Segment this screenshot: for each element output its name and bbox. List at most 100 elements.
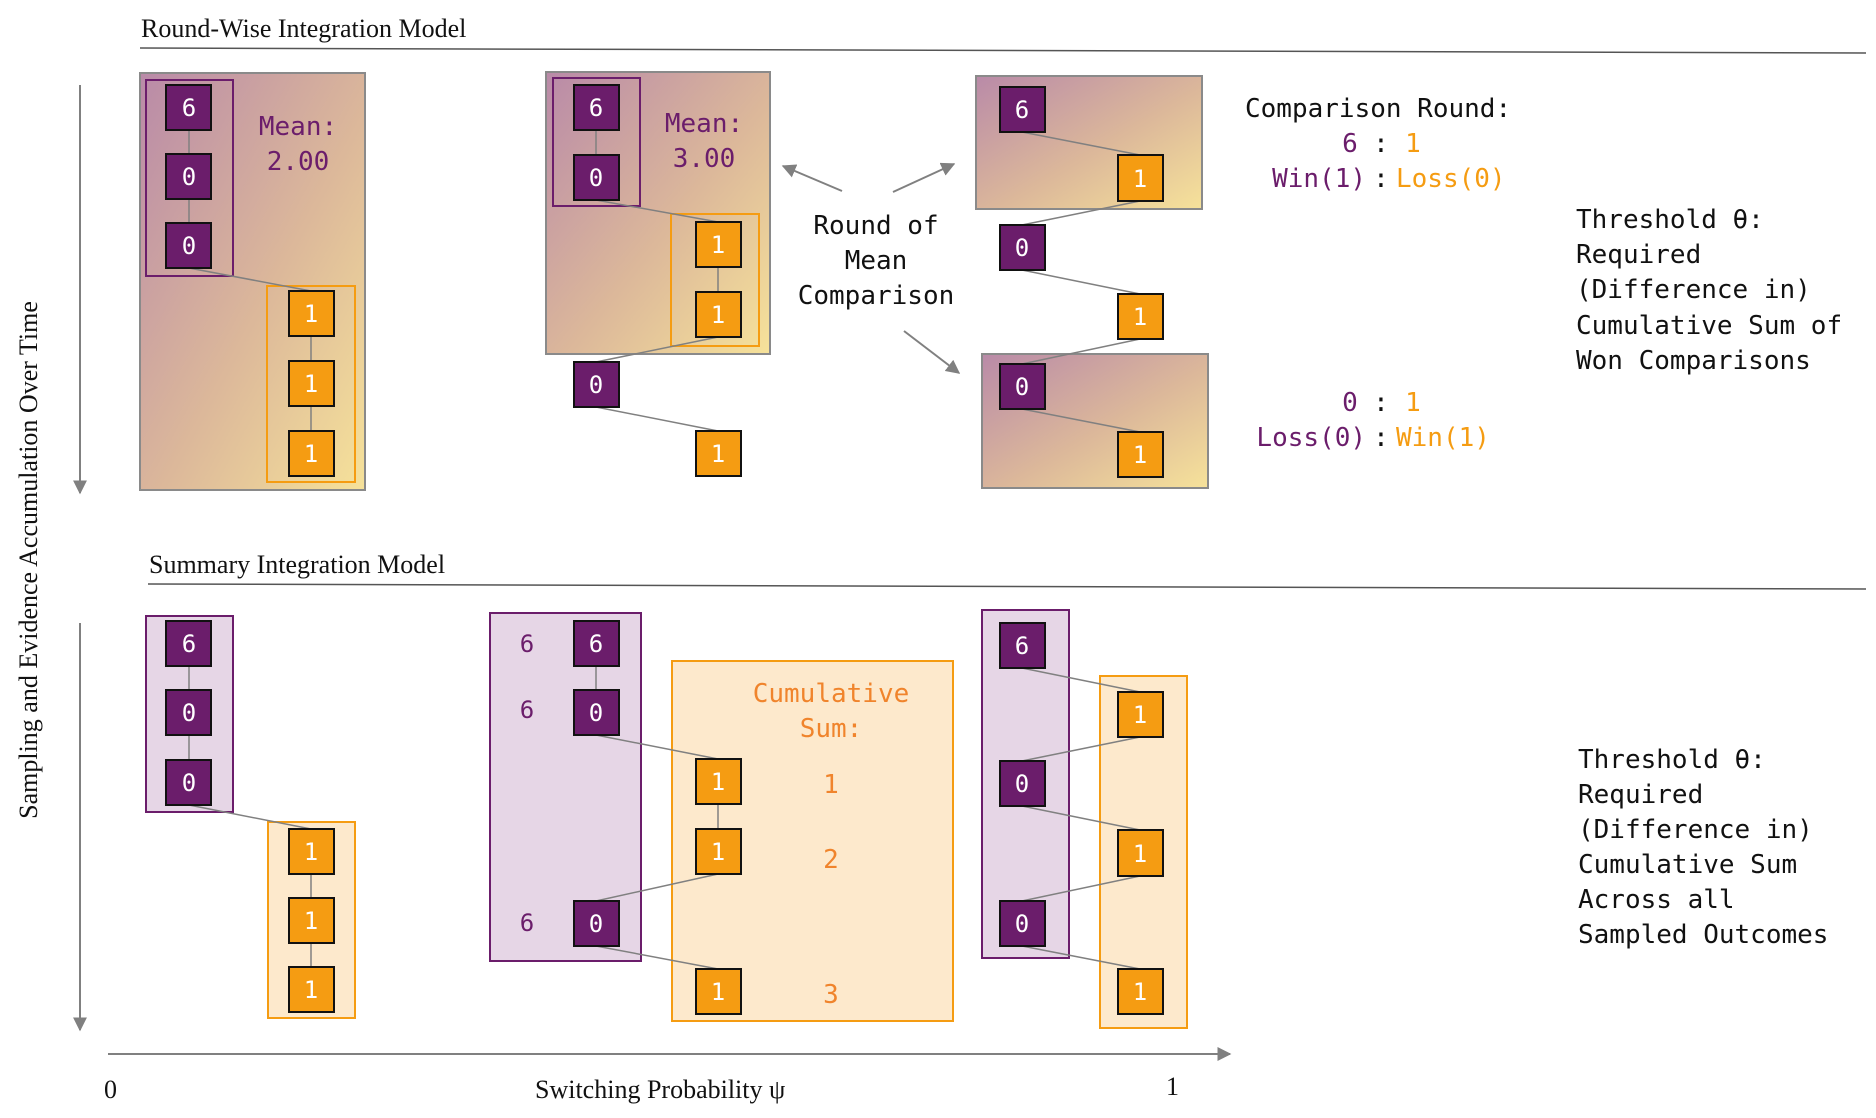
callout-line-2: Mean (845, 246, 908, 276)
svg-text:0: 0 (1015, 910, 1029, 938)
svg-text:0: 0 (182, 163, 196, 191)
threshold-line: Threshold θ: (1578, 745, 1766, 775)
threshold-line: Required (1578, 780, 1703, 810)
round-1-right-label: Loss(0) (1396, 164, 1506, 194)
summary-title: Summary Integration Model (149, 550, 445, 579)
node-orange: 1 (288, 828, 335, 875)
round-wise-header: Round-Wise Integration Model (139, 14, 1867, 54)
node-purple: 0 (165, 689, 212, 736)
round-1-separator-label: : (1373, 164, 1389, 194)
threshold-line: Threshold θ: (1576, 205, 1764, 235)
x-axis: 0 Switching Probability ψ 1 (104, 1047, 1232, 1104)
orange-group (670, 213, 760, 347)
svg-text:1: 1 (304, 370, 318, 398)
side-value: 6 (520, 630, 534, 658)
svg-text:6: 6 (589, 94, 603, 122)
round-1-left-value: 6 (1342, 129, 1358, 159)
threshold-line: Won Comparisons (1576, 346, 1811, 376)
threshold-line: Across all (1578, 885, 1735, 915)
svg-text:1: 1 (304, 976, 318, 1004)
svg-text:0: 0 (1015, 373, 1029, 401)
mean-comparison-callout: Round of Mean Comparison (781, 162, 961, 374)
svg-text:0: 0 (1015, 234, 1029, 262)
round-1-left-label: Win(1) (1272, 164, 1366, 194)
svg-text:0: 0 (589, 371, 603, 399)
purple-group (145, 79, 234, 277)
svg-text:6: 6 (182, 630, 196, 658)
summary-threshold: Threshold θ: Required (Difference in) Cu… (1578, 745, 1828, 950)
y-axis: Sampling and Evidence Accumulation Over … (14, 85, 87, 1032)
svg-text:1: 1 (711, 301, 725, 329)
callout-line-1: Round of (813, 211, 938, 241)
svg-text:1: 1 (1133, 165, 1147, 193)
node-purple: 0 (573, 689, 620, 736)
node-orange: 1 (1117, 691, 1164, 738)
threshold-line: Sampled Outcomes (1578, 920, 1828, 950)
svg-text:1: 1 (1133, 303, 1147, 331)
mean-value: 2.00 (267, 147, 330, 177)
round-wise-panel-2: 6 0 1 1 0 1 Mean: 3.00 (545, 71, 771, 477)
round-1-separator: : (1373, 129, 1389, 159)
svg-text:1: 1 (1133, 701, 1147, 729)
node-orange: 1 (1117, 293, 1164, 340)
node-orange: 1 (695, 968, 742, 1015)
svg-text:6: 6 (589, 630, 603, 658)
y-axis-label: Sampling and Evidence Accumulation Over … (14, 301, 43, 819)
svg-text:6: 6 (1015, 96, 1029, 124)
node-purple: 6 (165, 620, 212, 667)
x-axis-max-label: 1 (1166, 1072, 1179, 1101)
node-purple: 6 (999, 86, 1046, 133)
node-purple: 6 (573, 84, 620, 131)
node-orange: 1 (1117, 968, 1164, 1015)
svg-text:1: 1 (711, 440, 725, 468)
svg-text:0: 0 (182, 232, 196, 260)
node-orange: 1 (288, 360, 335, 407)
side-value: 6 (520, 696, 534, 724)
node-purple: 6 (165, 84, 212, 131)
svg-text:0: 0 (182, 699, 196, 727)
node-orange: 1 (1117, 431, 1164, 478)
node-purple: 0 (165, 222, 212, 269)
node-orange: 1 (695, 221, 742, 268)
round-wise-title: Round-Wise Integration Model (141, 14, 466, 43)
node-purple: 0 (573, 900, 620, 947)
summary-panel-1: 6 0 0 1 1 1 (145, 615, 356, 1019)
svg-text:0: 0 (589, 699, 603, 727)
callout-line-3: Comparison (798, 281, 955, 311)
node-purple: 0 (573, 154, 620, 201)
round-2-separator-label: : (1373, 423, 1389, 453)
node-orange: 1 (695, 430, 742, 477)
threshold-line: (Difference in) (1578, 815, 1813, 845)
node-orange: 1 (288, 430, 335, 477)
purple-group (552, 77, 641, 207)
node-purple: 0 (999, 900, 1046, 947)
svg-text:0: 0 (589, 910, 603, 938)
svg-text:1: 1 (304, 838, 318, 866)
round-2-left-label: Loss(0) (1256, 423, 1366, 453)
node-purple: 0 (999, 363, 1046, 410)
svg-text:0: 0 (589, 164, 603, 192)
side-value: 6 (520, 909, 534, 937)
cumsum-title: Sum: (800, 714, 863, 744)
round-wise-panel-1: 6 0 0 1 1 1 Mean: 2.00 (139, 72, 366, 491)
round-wise-panel-3: 6 1 0 1 0 1 (975, 75, 1209, 489)
svg-text:0: 0 (182, 769, 196, 797)
svg-text:1: 1 (711, 231, 725, 259)
summary-panel-3: 6 1 0 1 0 1 (981, 609, 1188, 1029)
threshold-line: (Difference in) (1576, 275, 1811, 305)
mean-region (139, 72, 366, 491)
round-1-right-value: 1 (1405, 129, 1421, 159)
svg-text:1: 1 (711, 768, 725, 796)
threshold-line: Required (1576, 240, 1701, 270)
node-orange: 1 (288, 897, 335, 944)
svg-text:1: 1 (711, 978, 725, 1006)
svg-text:1: 1 (304, 907, 318, 935)
mean-label: Mean: (259, 112, 337, 142)
node-orange: 1 (1117, 829, 1164, 877)
mean-value: 3.00 (673, 144, 736, 174)
svg-text:6: 6 (182, 94, 196, 122)
comparison-round-text: Comparison Round: 6 : 1 Win(1) : Loss(0)… (1245, 94, 1511, 453)
node-orange: 1 (695, 758, 742, 805)
round-2-right-label: Win(1) (1396, 423, 1490, 453)
